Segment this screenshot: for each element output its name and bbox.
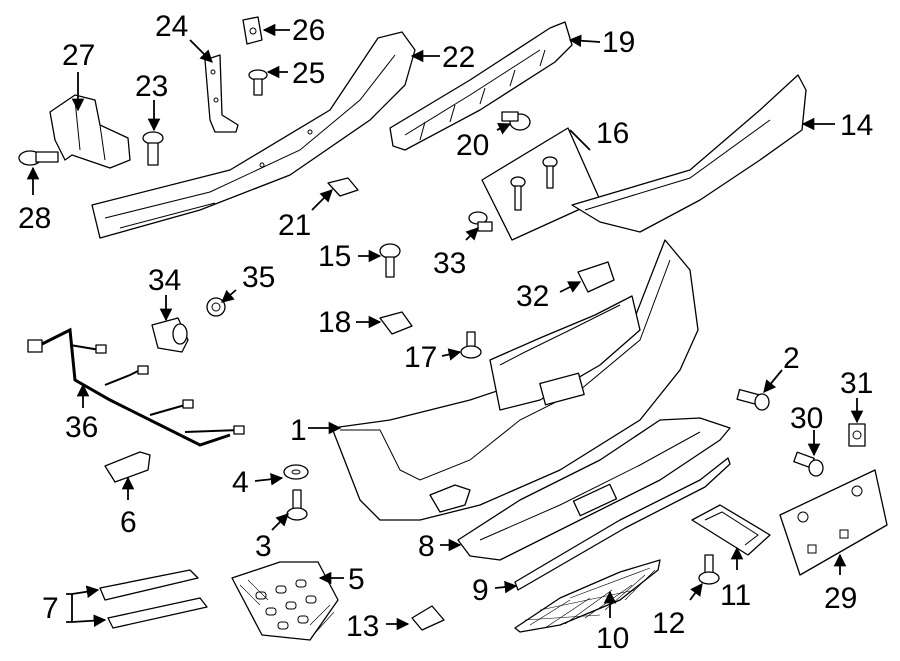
leader-lines [26, 23, 864, 631]
part-2-bolt [736, 388, 770, 411]
part-8-diffuser [457, 417, 731, 561]
part-23-bolt [142, 131, 164, 166]
callout-3: 3 [255, 530, 272, 563]
part-27-bracket [49, 94, 131, 169]
part-19-bracket [389, 21, 573, 151]
callout-12: 12 [652, 607, 685, 640]
callout-25: 25 [292, 57, 325, 90]
part-5-cover-plate [231, 561, 339, 641]
part-29-license-bracket [779, 469, 888, 576]
part-15-bolt [379, 243, 401, 278]
callout-29: 29 [824, 582, 857, 615]
callout-15: 15 [318, 240, 351, 273]
part-35-ring [206, 297, 226, 317]
callout-5: 5 [348, 563, 365, 596]
part-7-trim-strips [99, 569, 208, 629]
part-1-bumper-cover [331, 239, 699, 521]
callout-18: 18 [318, 306, 351, 339]
callout-33: 33 [433, 247, 466, 280]
part-31-nut [848, 423, 866, 447]
part-32-label [577, 261, 615, 293]
part-21-clip [327, 177, 359, 197]
part-34-sensor [151, 317, 189, 353]
callout-21: 21 [278, 209, 311, 242]
callout-34: 34 [148, 264, 181, 297]
callout-24: 24 [155, 10, 188, 43]
part-28-bolt [18, 150, 59, 166]
part-10-grille [514, 559, 661, 633]
part-36-wiring-harness [27, 327, 245, 447]
callout-10: 10 [596, 622, 629, 655]
part-18-clip [379, 311, 413, 335]
part-33-bolt [468, 211, 493, 232]
callout-28: 28 [18, 202, 51, 235]
part-11-bracket [691, 504, 771, 556]
callout-labels: 27 24 26 23 25 22 19 28 20 16 14 21 33 1… [18, 10, 873, 655]
callout-36: 36 [65, 411, 98, 444]
part-30-bolt [793, 451, 824, 477]
callout-27: 27 [62, 39, 95, 72]
callout-9: 9 [472, 574, 489, 607]
callout-30: 30 [790, 402, 823, 435]
callout-20: 20 [456, 129, 489, 162]
callout-11: 11 [720, 579, 751, 612]
callout-19: 19 [602, 26, 635, 59]
part-14-trim-panel [571, 74, 807, 233]
callout-6: 6 [120, 506, 137, 539]
callout-13: 13 [346, 610, 379, 643]
callout-17: 17 [404, 341, 437, 374]
part-12-bolt [698, 554, 720, 585]
callout-23: 23 [135, 70, 168, 103]
callout-2: 2 [783, 342, 800, 375]
part-16-bolt-kit [481, 127, 601, 241]
callout-22: 22 [442, 41, 475, 74]
callout-7: 7 [42, 592, 59, 625]
callout-8: 8 [418, 530, 435, 563]
callout-32: 32 [516, 280, 549, 313]
part-9-trim-strip [514, 457, 731, 591]
part-25-screw [248, 69, 268, 96]
callout-4: 4 [232, 466, 249, 499]
callout-16: 16 [596, 117, 629, 150]
part-20-bolt [501, 111, 531, 131]
part-3-bolt [286, 489, 308, 521]
callout-35: 35 [242, 261, 275, 294]
part-22-reinforcement-beam [91, 31, 416, 239]
part-4-washer [283, 464, 309, 480]
callout-14: 14 [840, 109, 873, 142]
part-24-bracket [204, 54, 239, 133]
callout-31: 31 [840, 367, 873, 400]
callout-1: 1 [290, 414, 307, 447]
part-6-clip [104, 451, 151, 483]
part-26-clip [242, 16, 263, 45]
part-13-clip [411, 605, 445, 631]
part-17-bolt [460, 331, 482, 359]
callout-26: 26 [292, 14, 325, 47]
